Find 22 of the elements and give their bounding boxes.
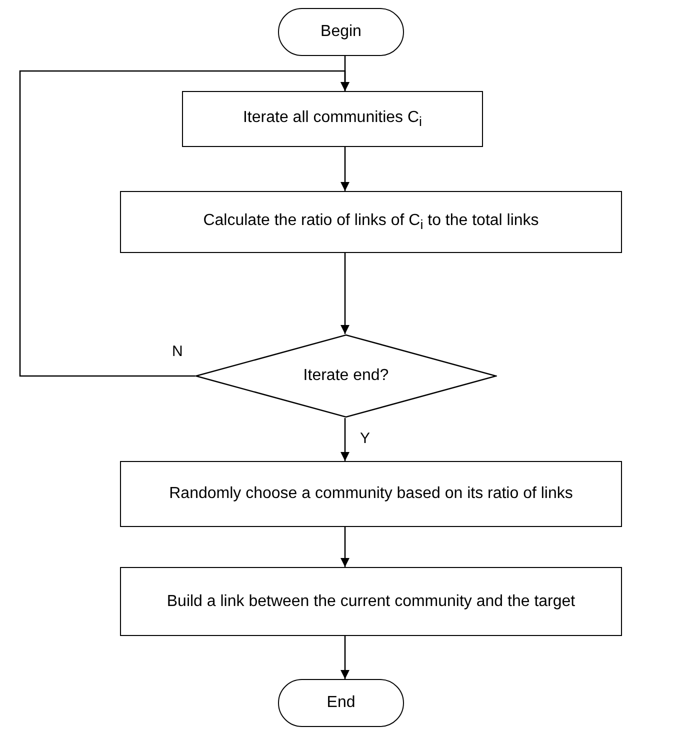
arrow [340,253,350,334]
edge-label: N [172,343,183,360]
process-box [120,461,622,527]
arrow [340,418,350,461]
edge-label: Y [360,430,370,447]
node-label: Iterate end? [303,367,389,385]
process-box [182,91,483,147]
arrow [340,636,350,679]
arrow [19,70,350,377]
arrow [340,527,350,567]
node-label: End [326,694,356,712]
node-label: Randomly choose a community based on its ratio of links [169,485,573,503]
arrow [340,147,350,191]
terminal-shape [278,8,404,56]
process-box [120,191,622,253]
process-box [120,567,622,636]
node-label: Build a link between the current community and the target [166,592,576,610]
terminal-shape [278,679,404,727]
node-label: Iterate all communities C$_{i}$ [242,108,422,130]
decision-diamond [195,334,497,418]
node-label: Calculate the ratio of links of C$_{i}$ to the total links [203,212,539,232]
node-label: Begin [320,23,362,41]
